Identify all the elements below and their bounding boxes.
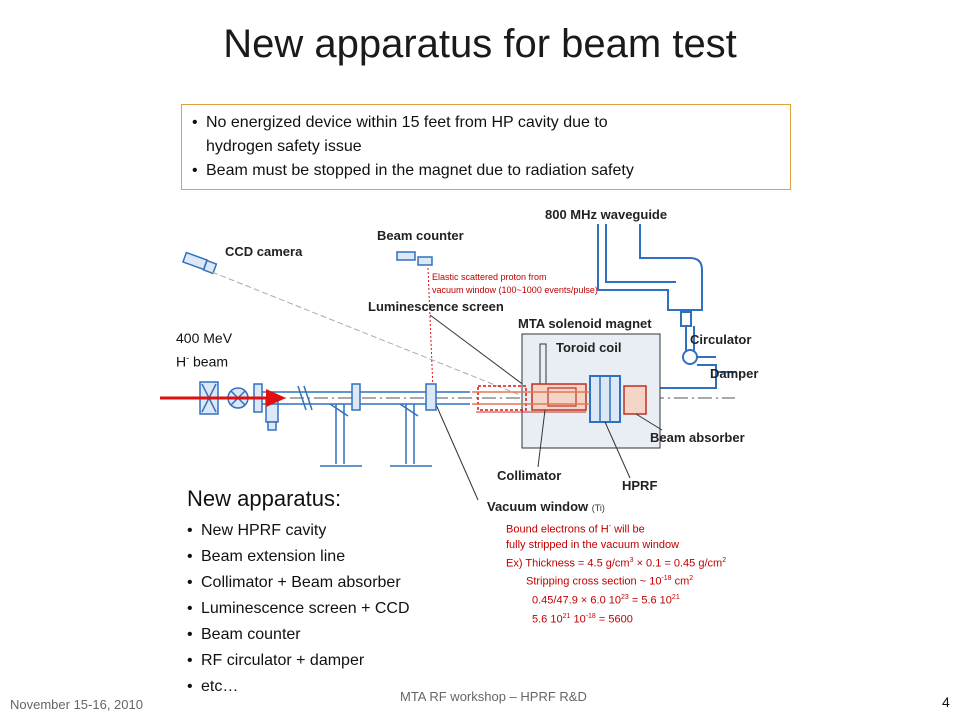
beam-line: [199, 381, 470, 467]
stripping-line-4: Stripping cross section ~ 10-18 cm2: [526, 575, 694, 588]
luminescence-screen-label: Luminescence screen: [368, 299, 504, 314]
elastic-note-line2: vacuum window (100~1000 events/pulse): [432, 285, 598, 295]
toroid-coil-label: Toroid coil: [556, 340, 621, 355]
new-apparatus-heading: New apparatus:: [187, 486, 342, 511]
vacuum-window-label: Vacuum window (Ti): [487, 499, 605, 514]
safety-note-1-cont: hydrogen safety issue: [206, 138, 362, 155]
apparatus-item: Luminescence screen + CCD: [187, 596, 410, 622]
apparatus-item: etc…: [187, 674, 410, 700]
stripping-line-1: Bound electrons of H- will be: [506, 523, 645, 536]
ccd-camera-icon: [181, 251, 521, 396]
mta-magnet-label: MTA solenoid magnet: [518, 316, 652, 331]
safety-note-box: No energized device within 15 feet from …: [181, 104, 791, 190]
stripping-line-5: 0.45/47.9 × 6.0 1023 = 5.6 1021: [532, 593, 680, 607]
safety-note-1: No energized device within 15 feet from …: [192, 111, 780, 159]
circulator-label: Circulator: [690, 332, 751, 347]
hprf-label: HPRF: [622, 478, 657, 493]
stripping-line-3: Ex) Thickness = 4.5 g/cm3 × 0.1 = 0.45 g…: [506, 556, 727, 570]
beam-absorber: [623, 385, 647, 415]
new-apparatus-list: New apparatus: New HPRF cavity Beam exte…: [187, 486, 410, 700]
beam-energy: 400 MeV: [176, 330, 233, 346]
stripping-line-2: fully stripped in the vacuum window: [506, 538, 680, 551]
stripping-line-6: 5.6 1021 10-18 = 5600: [532, 612, 633, 626]
apparatus-item: Beam counter: [187, 622, 410, 648]
slide-title: New apparatus for beam test: [223, 22, 737, 66]
beam-species: H- beam: [176, 353, 229, 370]
apparatus-item: RF circulator + damper: [187, 648, 410, 674]
apparatus-item: Beam extension line: [187, 544, 410, 570]
beam-counter-icon: [396, 251, 433, 266]
damper-label: Damper: [710, 366, 758, 381]
page-number: 4: [942, 694, 950, 710]
collimator-label: Collimator: [497, 468, 561, 483]
waveguide-icon: [597, 224, 703, 352]
apparatus-item: New HPRF cavity: [187, 518, 410, 544]
hprf-cavity: [589, 375, 621, 423]
beam-counter-label: Beam counter: [377, 228, 464, 243]
safety-note-2: Beam must be stopped in the magnet due t…: [192, 159, 780, 183]
footer-date: November 15-16, 2010: [10, 697, 143, 712]
beam-arrow-icon: [160, 389, 286, 407]
footer-event: MTA RF workshop – HPRF R&D: [400, 689, 587, 704]
waveguide-label: 800 MHz waveguide: [545, 207, 667, 222]
ccd-camera-label: CCD camera: [225, 244, 303, 259]
beam-label: 400 MeV H- beam: [176, 328, 232, 372]
apparatus-item: Collimator + Beam absorber: [187, 570, 410, 596]
beam-absorber-label: Beam absorber: [650, 430, 745, 445]
stripping-calculation: Bound electrons of H- will be fully stri…: [506, 519, 726, 627]
elastic-note-line1: Elastic scattered proton from: [432, 272, 547, 282]
